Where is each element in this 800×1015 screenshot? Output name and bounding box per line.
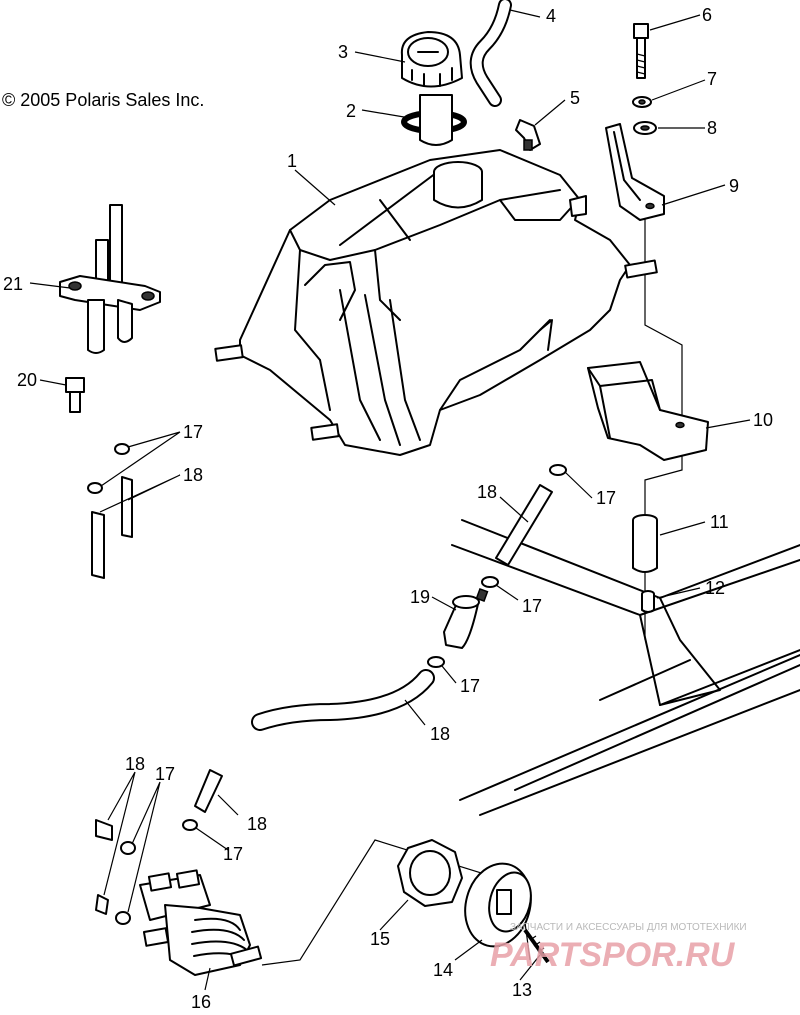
callout-17d: 17 xyxy=(460,676,480,696)
callout-labels: 1 2 3 4 5 6 7 8 9 10 11 12 13 14 15 16 1… xyxy=(3,5,773,1012)
callout-16: 16 xyxy=(191,992,211,1012)
callout-10: 10 xyxy=(753,410,773,430)
fuel-pump xyxy=(139,869,263,976)
callout-18b: 18 xyxy=(477,482,497,502)
filter-cover xyxy=(464,862,532,948)
callout-11: 11 xyxy=(710,512,729,532)
callout-2: 2 xyxy=(346,101,356,121)
lock-washer xyxy=(632,96,652,108)
bolt xyxy=(633,23,649,79)
callout-7: 7 xyxy=(707,69,717,89)
leader-lines xyxy=(29,9,751,991)
callout-17f: 17 xyxy=(223,844,243,864)
elbow-fitting xyxy=(515,119,541,151)
fuel-valve xyxy=(59,204,161,354)
vent-hose xyxy=(469,0,512,107)
cap-screw xyxy=(65,377,85,413)
callout-8: 8 xyxy=(707,118,717,138)
screw xyxy=(523,928,550,964)
callout-19: 19 xyxy=(410,587,430,607)
callout-14: 14 xyxy=(433,960,453,980)
inline-fuel-filter xyxy=(443,587,489,649)
watermark-brand: PARTSPOR.RU xyxy=(490,936,736,974)
fuel-cap xyxy=(400,31,463,146)
callout-21: 21 xyxy=(3,274,23,294)
callout-18c: 18 xyxy=(430,724,450,744)
callout-18a: 18 xyxy=(183,465,203,485)
watermark: ЗАПЧАСТИ И АКСЕССУАРЫ ДЛЯ МОТОТЕХНИКИ PA… xyxy=(490,922,747,974)
fuel-tank xyxy=(214,149,658,456)
frame-rails xyxy=(451,519,800,816)
bushing xyxy=(641,590,655,613)
copyright-notice: © 2005 Polaris Sales Inc. xyxy=(2,90,205,110)
tank-pad xyxy=(587,361,709,461)
callout-6: 6 xyxy=(702,5,712,25)
callout-15: 15 xyxy=(370,929,390,949)
callout-5: 5 xyxy=(570,88,580,108)
hose-clamps xyxy=(87,443,567,925)
callout-12: 12 xyxy=(705,578,725,598)
watermark-tagline: ЗАПЧАСТИ И АКСЕССУАРЫ ДЛЯ МОТОТЕХНИКИ xyxy=(510,922,747,933)
callout-4: 4 xyxy=(546,6,556,26)
hex-lock-nut xyxy=(397,839,463,907)
callout-9: 9 xyxy=(729,176,739,196)
mounting-bracket xyxy=(605,123,665,221)
flat-washer xyxy=(633,121,657,135)
callout-17a: 17 xyxy=(183,422,203,442)
fuel-hoses xyxy=(91,476,553,915)
callout-17e: 17 xyxy=(155,764,175,784)
callout-18d: 18 xyxy=(125,754,145,774)
spacer-sleeve xyxy=(632,514,658,573)
callout-17b: 17 xyxy=(596,488,616,508)
callout-18e: 18 xyxy=(247,814,267,834)
callout-3: 3 xyxy=(338,42,348,62)
callout-17c: 17 xyxy=(522,596,542,616)
callout-1: 1 xyxy=(287,151,297,171)
callout-13: 13 xyxy=(512,980,532,1000)
callout-20: 20 xyxy=(17,370,37,390)
